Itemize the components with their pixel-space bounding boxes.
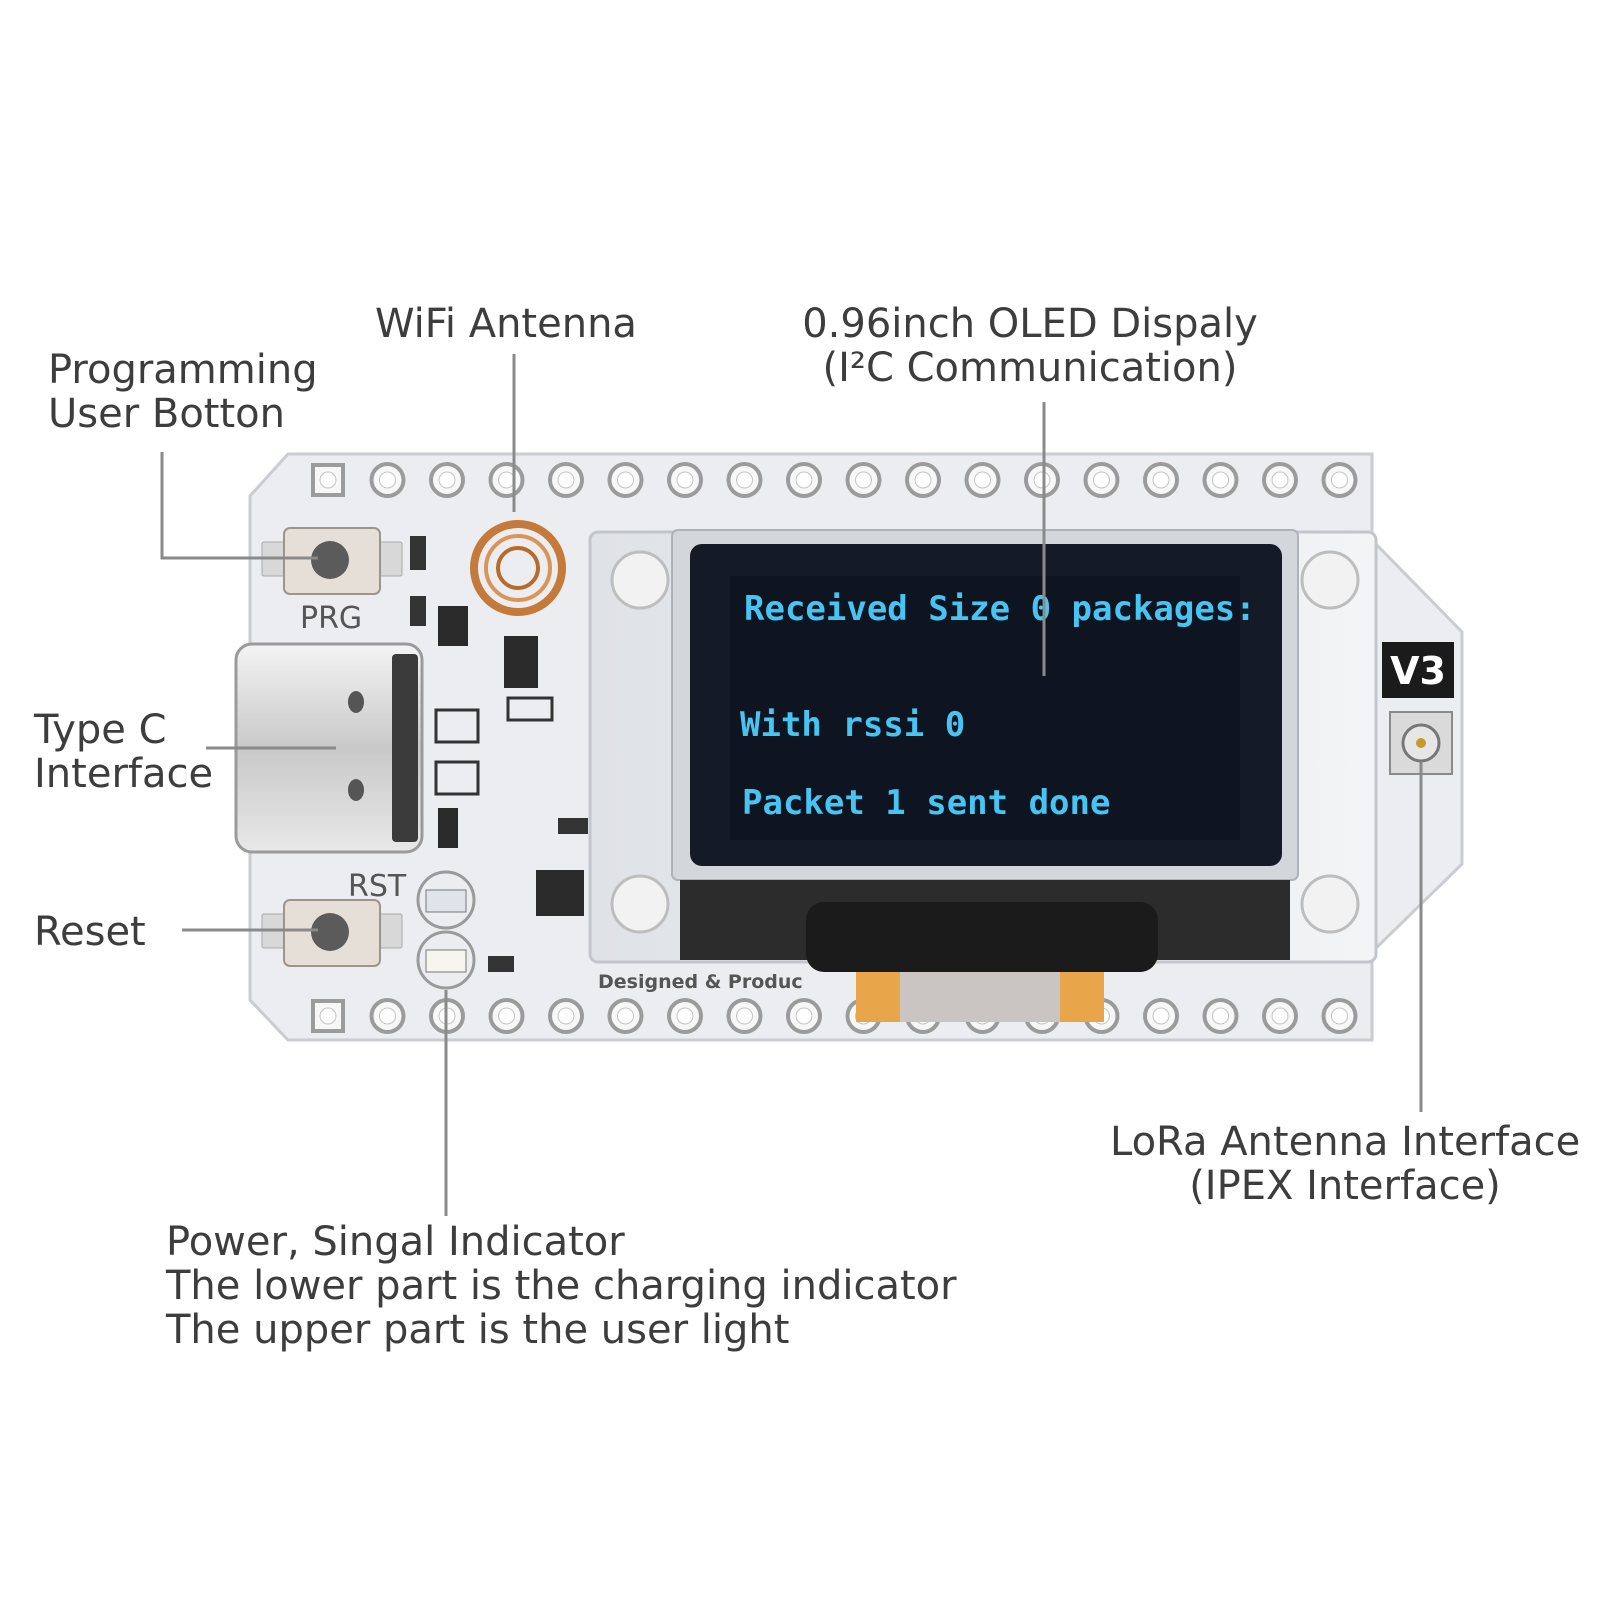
label-line: Power, Singal Indicator (166, 1219, 625, 1265)
label-type-c: Type C Interface (34, 708, 213, 796)
charging-led (416, 930, 476, 990)
prg-button[interactable] (261, 527, 403, 595)
pin-hole (1152, 1007, 1170, 1025)
pin-hole (617, 471, 634, 489)
label-programming-button: Programming User Botton (48, 348, 318, 436)
leader-programming (160, 452, 318, 560)
label-line: (I²C Communication) (822, 345, 1238, 391)
oled-line-3: Packet 1 sent done (742, 783, 1110, 823)
pin-hole (736, 471, 753, 489)
label-line: Interface (34, 751, 214, 797)
pin-hole (557, 471, 575, 489)
label-oled-display: 0.96inch OLED Dispaly (I²C Communication… (800, 302, 1260, 390)
rst-button[interactable] (261, 899, 403, 967)
label-power-indicator: Power, Singal Indicator The lower part i… (166, 1220, 957, 1352)
oled-line-2: With rssi 0 (740, 705, 965, 745)
pin-hole (1331, 1007, 1348, 1025)
pin-hole (1271, 1007, 1289, 1025)
rst-silk-label: RST (348, 869, 407, 904)
pin-hole (1033, 471, 1051, 489)
label-line: The lower part is the charging indicator (166, 1263, 957, 1309)
pin-hole (795, 471, 813, 489)
label-line: (IPEX Interface) (1189, 1163, 1501, 1209)
pin-hole (974, 471, 991, 489)
designed-produced-silk: Designed & Produc (598, 971, 803, 993)
pin-hole (676, 471, 694, 489)
pin-hole (498, 1007, 515, 1025)
oled-module (588, 529, 1378, 1022)
pin-hole (1331, 471, 1348, 489)
pin-hole (1271, 471, 1289, 489)
label-lora-antenna: LoRa Antenna Interface (IPEX Interface) (1110, 1120, 1580, 1208)
label-line: The upper part is the user light (166, 1307, 790, 1353)
pin-hole (1212, 1007, 1229, 1025)
pin-hole (498, 471, 515, 489)
pin-hole (438, 471, 456, 489)
label-line: Programming (48, 347, 318, 393)
version-badge: V3 (1382, 642, 1454, 698)
pin-hole (1152, 471, 1170, 489)
pin-hole (379, 1007, 396, 1025)
pin-hole (319, 1007, 337, 1025)
label-line: 0.96inch OLED Dispaly (802, 301, 1258, 347)
pin-hole (319, 471, 337, 489)
pin-hole (795, 1007, 813, 1025)
label-line: User Botton (48, 391, 285, 437)
pin-hole (1093, 471, 1110, 489)
smd-components (410, 536, 588, 972)
label-reset: Reset (34, 909, 146, 955)
pin-hole (855, 471, 872, 489)
pin-hole (676, 1007, 694, 1025)
wifi-antenna-coil (470, 520, 566, 616)
user-led (416, 870, 476, 930)
svg-text:V3: V3 (1390, 649, 1446, 693)
pin-hole (914, 471, 932, 489)
oled-line-1: Received Size 0 packages: (744, 589, 1256, 629)
pin-hole (736, 1007, 753, 1025)
label-wifi-antenna: WiFi Antenna (375, 301, 637, 347)
label-line: LoRa Antenna Interface (1110, 1119, 1581, 1165)
prg-silk-label: PRG (300, 601, 362, 636)
pin-hole (557, 1007, 575, 1025)
pin-hole (1212, 471, 1229, 489)
label-line: Type C (34, 707, 167, 753)
pin-hole (379, 471, 396, 489)
leader-lines (160, 354, 1423, 1216)
pin-hole (617, 1007, 634, 1025)
